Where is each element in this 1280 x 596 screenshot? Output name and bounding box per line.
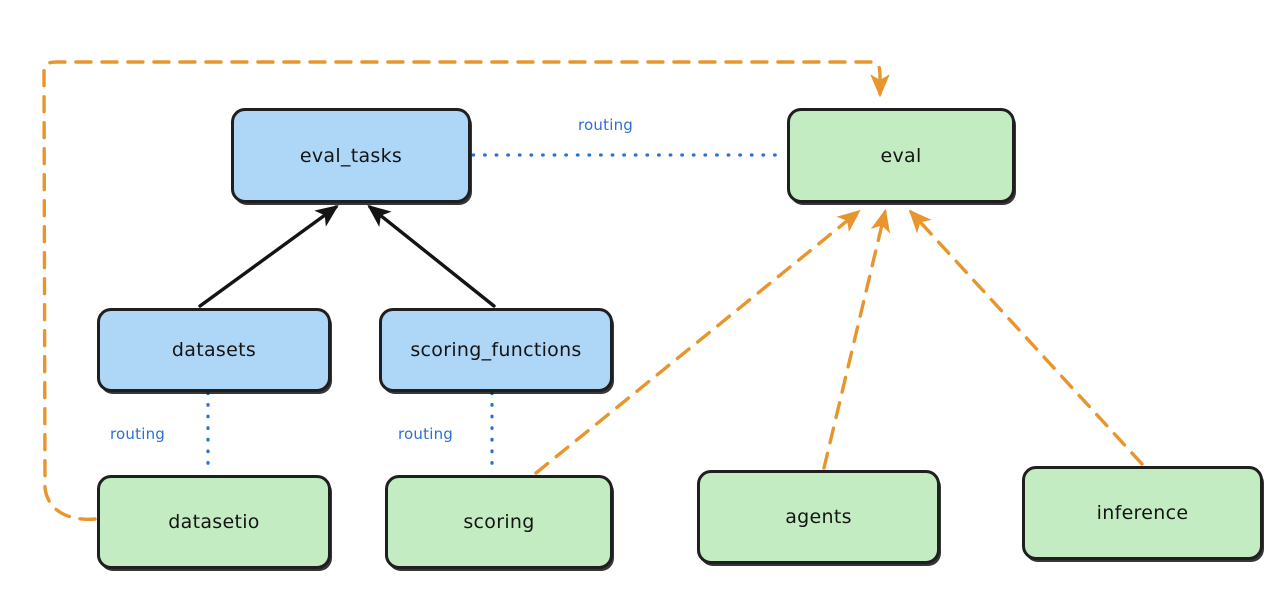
node-datasetio[interactable]: datasetio <box>97 475 331 569</box>
node-datasets-label: datasets <box>171 339 257 361</box>
node-datasets[interactable]: datasets <box>97 308 331 392</box>
node-eval-tasks-label: eval_tasks <box>299 144 403 167</box>
edge-scoring_functions-to-eval_tasks <box>367 204 496 308</box>
edge-label-routing-scoring-functions-scoring: routing <box>398 425 453 443</box>
edge-inference-to-eval <box>908 209 1144 466</box>
edge-datasets-to-eval_tasks <box>198 204 339 308</box>
node-datasetio-label: datasetio <box>168 511 260 533</box>
node-eval-label: eval <box>880 144 922 167</box>
node-scoring-label: scoring <box>463 511 535 533</box>
node-inference[interactable]: inference <box>1022 466 1263 560</box>
node-scoring-functions-label: scoring_functions <box>410 339 582 361</box>
node-eval-tasks[interactable]: eval_tasks <box>231 108 471 203</box>
node-eval[interactable]: eval <box>787 108 1015 203</box>
node-scoring-functions[interactable]: scoring_functions <box>379 308 613 392</box>
node-agents[interactable]: agents <box>697 470 940 564</box>
edge-label-routing-datasets-datasetio: routing <box>110 425 165 443</box>
edge-agents-to-eval <box>822 208 891 470</box>
node-agents-label: agents <box>785 506 852 528</box>
node-scoring[interactable]: scoring <box>385 475 613 569</box>
node-inference-label: inference <box>1096 502 1189 524</box>
edge-label-routing-eval-tasks-eval: routing <box>578 116 633 134</box>
